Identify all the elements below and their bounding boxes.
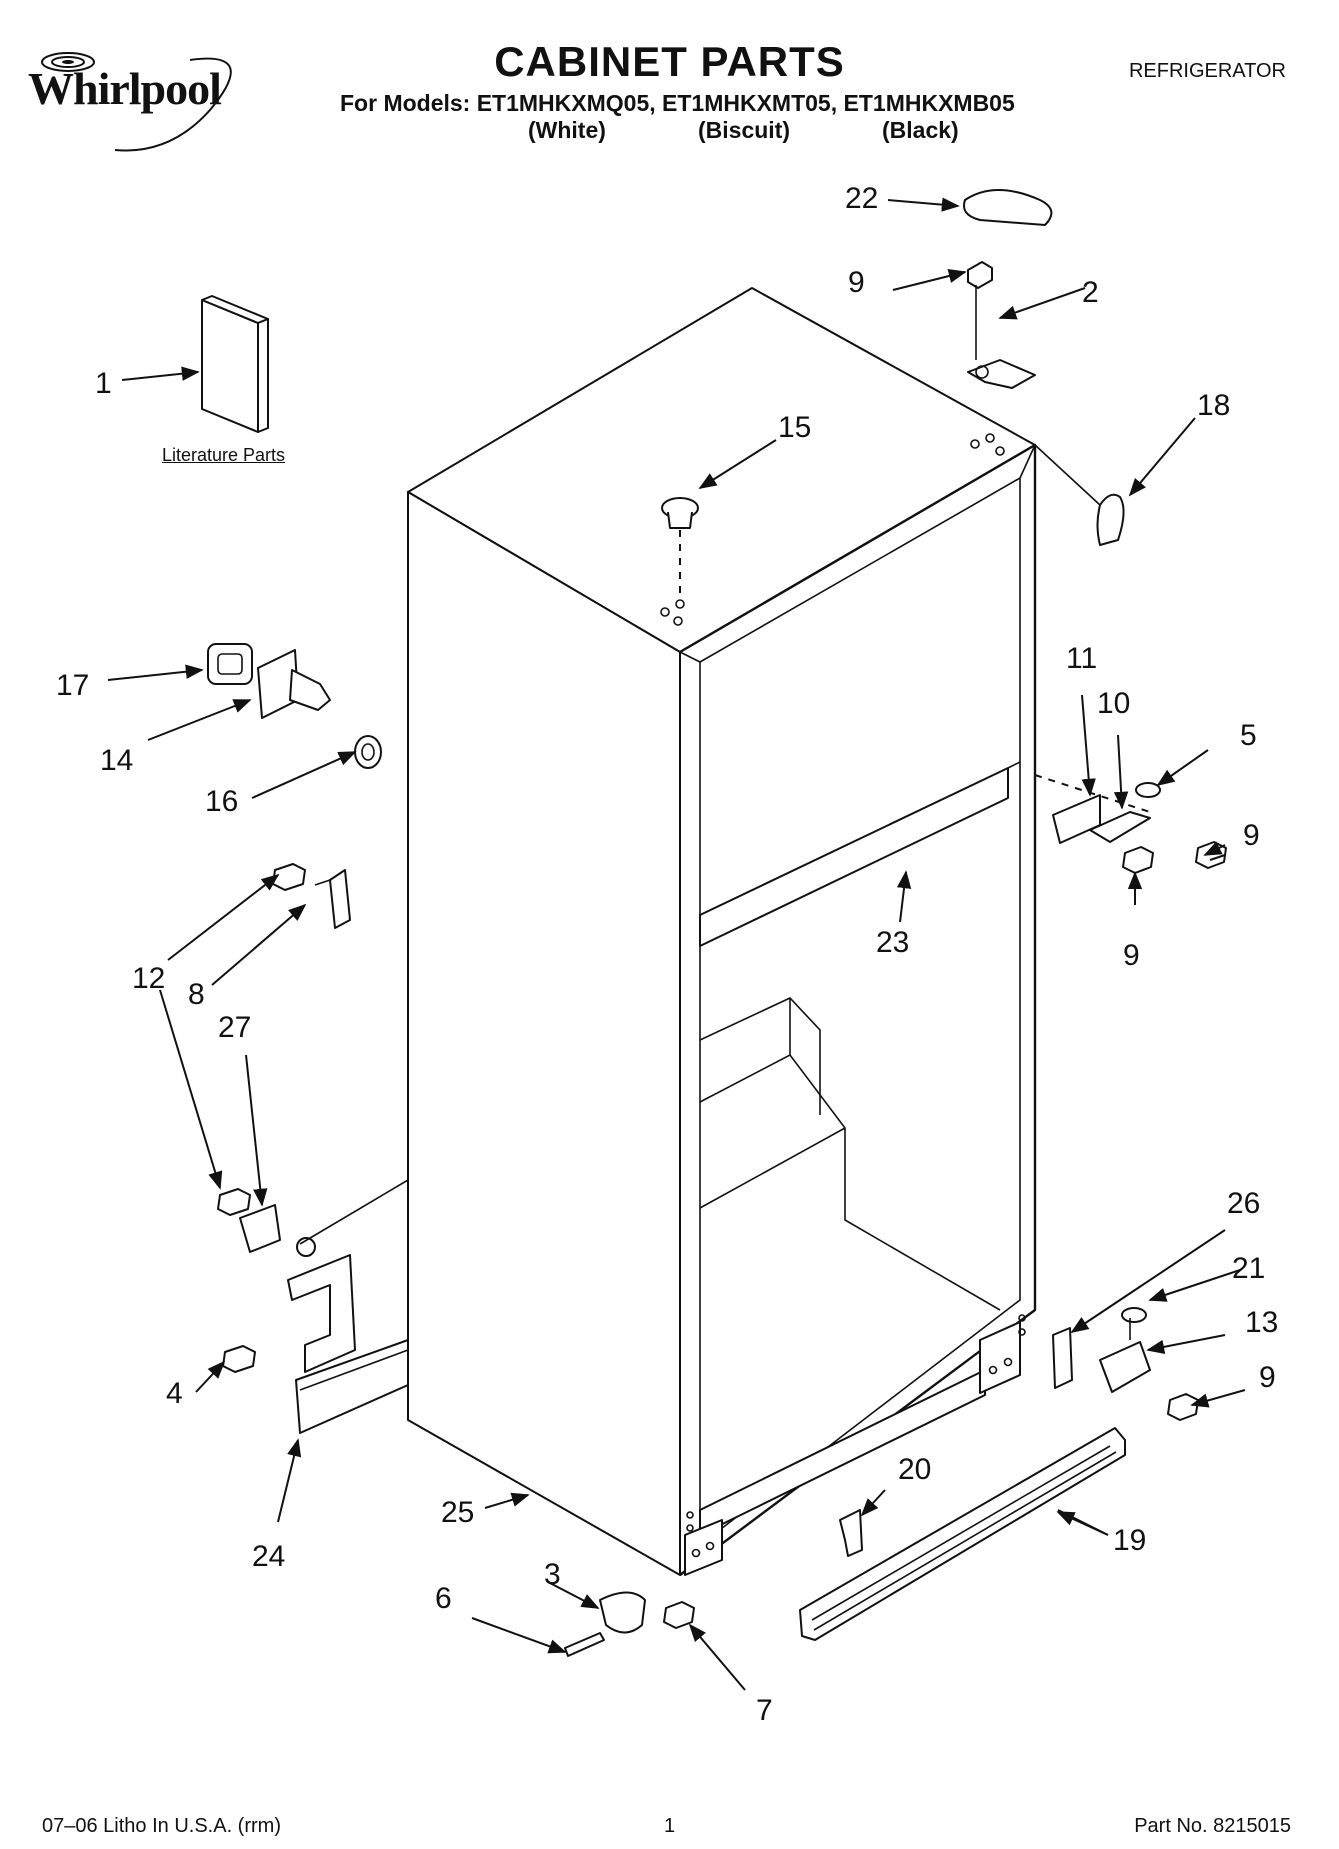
brand-name: Whirlpool: [28, 63, 222, 114]
callout-3: 3: [544, 1558, 561, 1591]
toe-grille: [799, 1427, 1126, 1641]
page-number: 1: [664, 1815, 676, 1837]
refrigerator-cabinet: [407, 287, 1037, 1576]
callout-18: 18: [1197, 389, 1230, 422]
door-closure-bracket: [272, 863, 351, 929]
models-line: For Models: ET1MHKXMQ05, ET1MHKXMT05, ET…: [340, 90, 1015, 116]
color-white: (White): [528, 117, 606, 143]
door-stop-assembly: [207, 643, 382, 769]
callout-labels: 1 2 3 4 5 6 7 8 9 10 11 12 13 14 15 16 1…: [56, 182, 1278, 1727]
lower-bracket: [217, 1188, 316, 1257]
color-biscuit: (Biscuit): [698, 117, 790, 143]
top-hinge: [967, 261, 1036, 389]
screw-4: [222, 1345, 256, 1373]
callout-21: 21: [1232, 1252, 1265, 1285]
callout-1: 1: [95, 367, 112, 400]
callout-2: 2: [1082, 276, 1099, 309]
callout-9-center-right: 9: [1243, 819, 1260, 852]
callout-17: 17: [56, 669, 89, 702]
callout-6: 6: [435, 1582, 452, 1615]
footer-litho: 07–06 Litho In U.S.A. (rrm): [42, 1815, 281, 1837]
callout-24: 24: [252, 1540, 285, 1573]
callout-23: 23: [876, 926, 909, 959]
callout-16: 16: [205, 785, 238, 818]
callout-7: 7: [756, 1694, 773, 1727]
grille-clip: [839, 1509, 863, 1557]
page-title: CABINET PARTS: [494, 38, 845, 85]
callout-19: 19: [1113, 1524, 1146, 1557]
top-hinge-cover: [963, 189, 1053, 226]
whirlpool-logo: [41, 52, 232, 152]
callout-8: 8: [188, 978, 205, 1011]
callout-5: 5: [1240, 719, 1257, 752]
callout-12: 12: [132, 962, 165, 995]
hinge-cover-right: [1096, 493, 1125, 546]
leader-lines: [107, 197, 1246, 1691]
literature-parts-book: [201, 295, 269, 433]
door-stop-parts: [564, 1591, 695, 1657]
callout-20: 20: [898, 1453, 931, 1486]
plug-button: [661, 497, 699, 600]
callout-22: 22: [845, 182, 878, 215]
literature-parts-label: Literature Parts: [162, 445, 286, 465]
callout-9-center-below: 9: [1123, 939, 1140, 972]
rear-access-cover: [287, 1179, 409, 1434]
callout-26: 26: [1227, 1187, 1260, 1220]
callout-4: 4: [166, 1377, 183, 1410]
callout-11: 11: [1066, 642, 1097, 675]
callout-27: 27: [218, 1011, 251, 1044]
product-category: REFRIGERATOR: [1128, 60, 1286, 82]
callout-9-top: 9: [848, 266, 865, 299]
callout-9-bottom: 9: [1259, 1361, 1276, 1394]
callout-15: 15: [778, 411, 811, 444]
color-black: (Black): [882, 117, 959, 143]
callout-10: 10: [1097, 687, 1130, 720]
part-number: Part No. 8215015: [1134, 1815, 1291, 1837]
callout-13: 13: [1245, 1306, 1278, 1339]
callout-25: 25: [441, 1496, 474, 1529]
center-hinge-assembly: [1034, 774, 1227, 874]
callout-14: 14: [100, 744, 133, 777]
bottom-hinge-assembly: [1052, 1307, 1199, 1421]
